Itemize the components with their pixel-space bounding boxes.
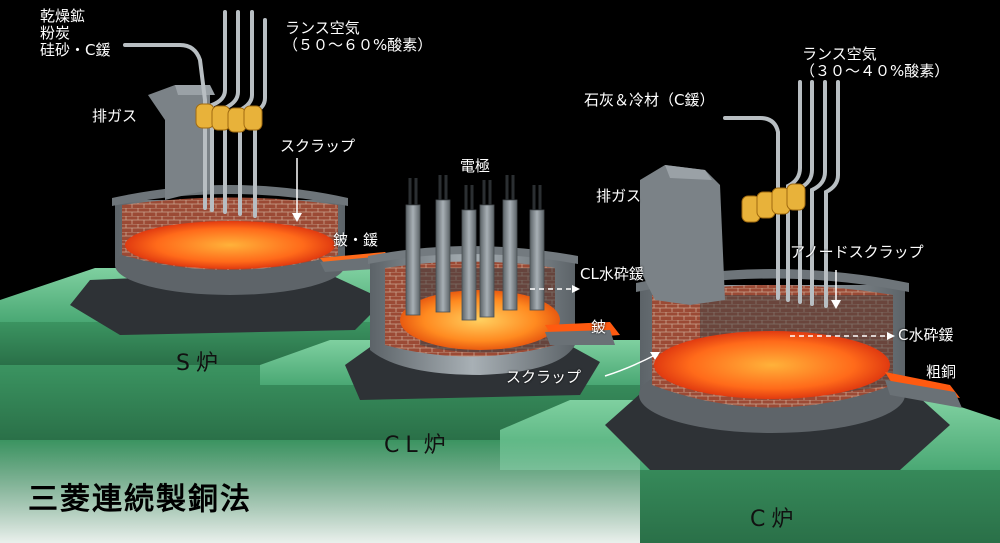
electrodes	[405, 175, 545, 321]
s-feed-line-3: 硅砂・C鍰	[40, 41, 111, 59]
c-lance-line-2: （３０～４０%酸素）	[800, 62, 950, 80]
anode-scrap-label: アノードスクラップ	[790, 243, 924, 261]
annotation-arrows	[292, 158, 895, 377]
c-furnace-label: C炉	[750, 507, 800, 532]
s-lance-line-2: （５０～６０%酸素）	[283, 36, 433, 54]
blister-copper-label: 粗銅	[926, 363, 957, 381]
s-furnace-label: S炉	[176, 351, 224, 376]
s-scrap-label: スクラップ	[280, 137, 356, 155]
s-feed-label: 乾燥鉱 粉炭 硅砂・C鍰	[40, 8, 110, 59]
c-lance-couplers	[741, 183, 806, 223]
s-lance-couplers	[195, 103, 263, 133]
c-furnace	[605, 165, 962, 470]
cl-furnace-label: CL炉	[384, 433, 452, 458]
c-lance-label: ランス空気 （３０～４０%酸素）	[800, 46, 949, 80]
s-lance-label: ランス空気 （５０～６０%酸素）	[283, 20, 432, 54]
platform	[0, 268, 1000, 543]
c-exhaust-label: 排ガス	[596, 187, 642, 205]
s-furnace	[70, 85, 395, 335]
c-lance-line-1: ランス空気	[802, 45, 877, 63]
c-scrap-label: スクラップ	[506, 368, 582, 386]
c-slag-label: C水砕鍰	[898, 326, 954, 344]
cl-slag-label: CL水砕鍰	[580, 265, 644, 283]
c-feed-label: 石灰＆冷材（C鍰）	[584, 91, 715, 109]
diagram-title: 三菱連続製銅法	[28, 482, 252, 517]
s-exhaust-label: 排ガス	[92, 107, 138, 125]
s-feed-line-2: 粉炭	[40, 24, 71, 42]
electrode-label: 電極	[460, 157, 491, 175]
s-matte-slag-label: 鈹・鍰	[333, 231, 379, 249]
s-feed-line-1: 乾燥鉱	[40, 7, 86, 25]
s-lance-line-1: ランス空気	[285, 19, 360, 37]
cl-matte-label: 鈹	[591, 318, 607, 336]
